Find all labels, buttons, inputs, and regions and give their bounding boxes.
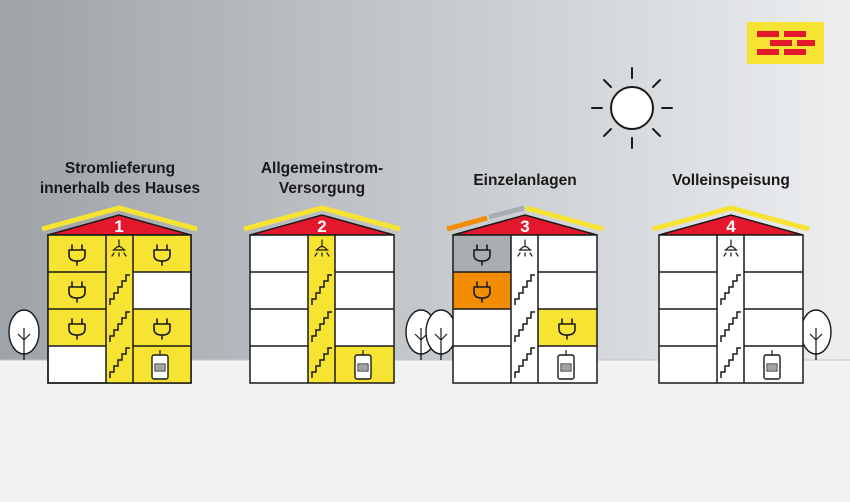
- meter-icon: [354, 349, 372, 380]
- house-1: 1: [41, 205, 198, 384]
- sun-icon: [591, 67, 673, 149]
- house-number: 3: [520, 217, 529, 236]
- house-3: 3: [446, 205, 604, 384]
- scenario-title-1: Stromlieferung innerhalb des Hauses: [39, 160, 201, 197]
- scenario-title-4: Volleinspeisung: [672, 172, 790, 189]
- logo-mark: [747, 22, 824, 64]
- house-number: 4: [726, 217, 736, 236]
- house-number: 2: [317, 217, 326, 236]
- house-4: 4: [652, 205, 810, 384]
- meter-icon: [763, 349, 781, 380]
- scenario-title-3: Einzelanlagen: [473, 172, 577, 189]
- meter-icon: [151, 349, 169, 380]
- house-number: 1: [114, 217, 123, 236]
- house-2: 2: [243, 205, 401, 384]
- meter-icon: [557, 349, 575, 380]
- scenario-title-2: Allgemeinstrom- Versorgung: [260, 160, 384, 197]
